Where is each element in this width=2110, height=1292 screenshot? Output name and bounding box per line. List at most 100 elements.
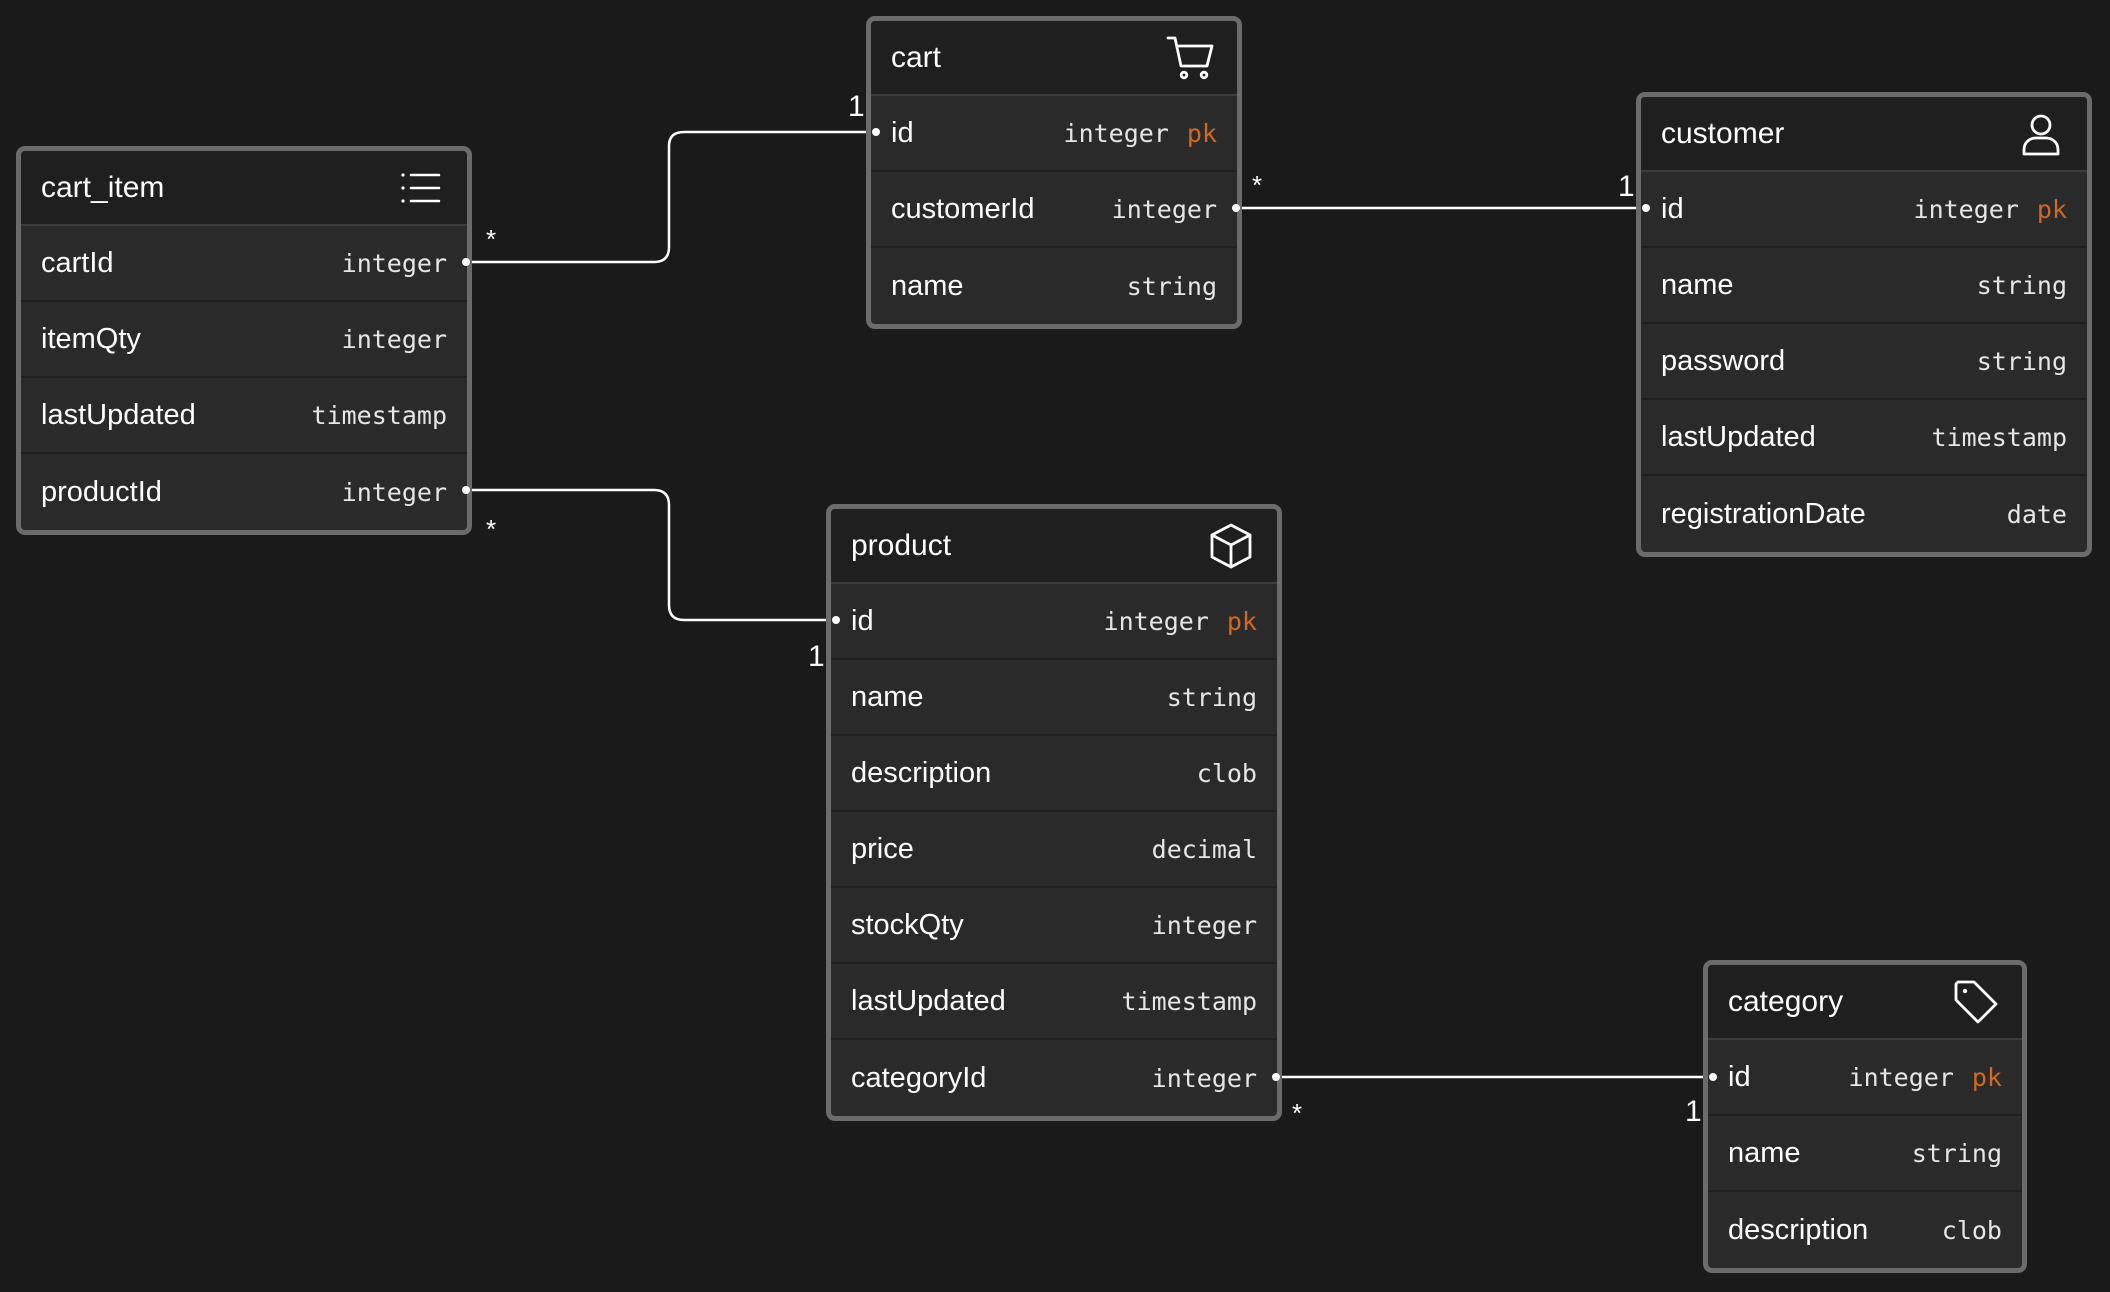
column-type-group: timestamp xyxy=(1932,423,2067,452)
column-type: string xyxy=(1976,346,2067,376)
connection-dot xyxy=(1232,204,1240,212)
relationship-line xyxy=(466,130,876,264)
column-type: timestamp xyxy=(1931,422,2067,452)
column-type-group: date xyxy=(2007,500,2067,529)
column-name: name xyxy=(891,269,964,302)
column-row[interactable]: name string xyxy=(831,660,1277,736)
connection-dot xyxy=(1709,1073,1717,1081)
primary-key-badge: pk xyxy=(1186,118,1217,148)
table-header[interactable]: cart xyxy=(871,21,1237,96)
column-type-group: string xyxy=(1167,683,1257,712)
column-name: lastUpdated xyxy=(851,984,1006,1017)
cardinality-many-label: * xyxy=(486,514,497,544)
column-type-group: decimal xyxy=(1152,835,1257,864)
table-cart[interactable]: cart id integer pk customerId integer name stri… xyxy=(866,16,1242,329)
column-type: decimal xyxy=(1151,834,1257,864)
column-type: integer xyxy=(1151,1063,1257,1093)
column-type-group: integer xyxy=(342,249,447,278)
column-type: integer xyxy=(1848,1062,1954,1092)
column-name: lastUpdated xyxy=(1661,420,1816,453)
column-type: integer xyxy=(1063,118,1169,148)
cardinality-one-label: 1 xyxy=(1685,1095,1702,1128)
column-type-group: integer pk xyxy=(1104,607,1257,636)
column-name: id xyxy=(891,116,914,149)
column-type: string xyxy=(1976,270,2067,300)
column-name: lastUpdated xyxy=(41,398,196,431)
column-name: price xyxy=(851,832,914,865)
column-row[interactable]: id integer pk xyxy=(871,96,1237,172)
primary-key-badge: pk xyxy=(1226,606,1257,636)
table-title: cart xyxy=(891,40,942,74)
column-name: name xyxy=(851,680,924,713)
column-row[interactable]: cartId integer xyxy=(21,226,467,302)
column-row[interactable]: id integer pk xyxy=(831,584,1277,660)
table-header[interactable]: cart_item xyxy=(21,151,467,226)
column-type: timestamp xyxy=(1121,986,1257,1016)
column-type-group: string xyxy=(1912,1139,2002,1168)
column-name: name xyxy=(1728,1136,1801,1169)
column-type-group: integer xyxy=(1112,195,1217,224)
list-icon xyxy=(395,162,447,214)
column-type: string xyxy=(1166,682,1257,712)
column-name: cartId xyxy=(41,246,114,279)
column-name: itemQty xyxy=(41,322,141,355)
connection-dot xyxy=(1642,204,1650,212)
connection-dot xyxy=(832,616,840,624)
column-type: clob xyxy=(1196,758,1257,788)
cardinality-many-label: * xyxy=(1252,170,1263,200)
table-header[interactable]: category xyxy=(1708,965,2022,1040)
connection-dot xyxy=(462,258,470,266)
column-row[interactable]: customerId integer xyxy=(871,172,1237,248)
column-type: string xyxy=(1911,1138,2002,1168)
column-type-group: clob xyxy=(1197,759,1257,788)
user-icon xyxy=(2015,108,2067,160)
table-title: customer xyxy=(1661,116,1785,150)
column-name: customerId xyxy=(891,192,1035,225)
table-title: cart_item xyxy=(41,170,165,204)
cardinality-one-label: 1 xyxy=(808,640,825,673)
table-title: category xyxy=(1728,984,1844,1018)
column-name: id xyxy=(1661,192,1684,225)
column-type: timestamp xyxy=(311,400,447,430)
column-type: integer xyxy=(1151,910,1257,940)
column-row[interactable]: lastUpdated timestamp xyxy=(831,964,1277,1040)
box-icon xyxy=(1205,520,1257,572)
primary-key-badge: pk xyxy=(1971,1062,2002,1092)
shopping-cart-icon xyxy=(1165,32,1217,84)
column-type: integer xyxy=(1103,606,1209,636)
connection-dot xyxy=(1272,1073,1280,1081)
connection-dot xyxy=(872,128,880,136)
column-row[interactable]: price decimal xyxy=(831,812,1277,888)
column-name: description xyxy=(1728,1213,1869,1246)
table-header[interactable]: customer xyxy=(1641,97,2087,172)
column-type-group: integer xyxy=(1152,1064,1257,1093)
column-type-group: string xyxy=(1977,271,2067,300)
column-type-group: timestamp xyxy=(312,401,447,430)
column-type-group: integer xyxy=(342,478,447,507)
column-row[interactable]: lastUpdated timestamp xyxy=(1641,400,2087,476)
column-name: id xyxy=(851,604,874,637)
column-row[interactable]: name string xyxy=(871,248,1237,324)
column-type: string xyxy=(1126,271,1217,301)
table-header[interactable]: product xyxy=(831,509,1277,584)
column-type-group: string xyxy=(1977,347,2067,376)
column-type-group: integer xyxy=(1152,911,1257,940)
column-row[interactable]: lastUpdated timestamp xyxy=(21,378,467,454)
column-row[interactable]: name string xyxy=(1708,1116,2022,1192)
